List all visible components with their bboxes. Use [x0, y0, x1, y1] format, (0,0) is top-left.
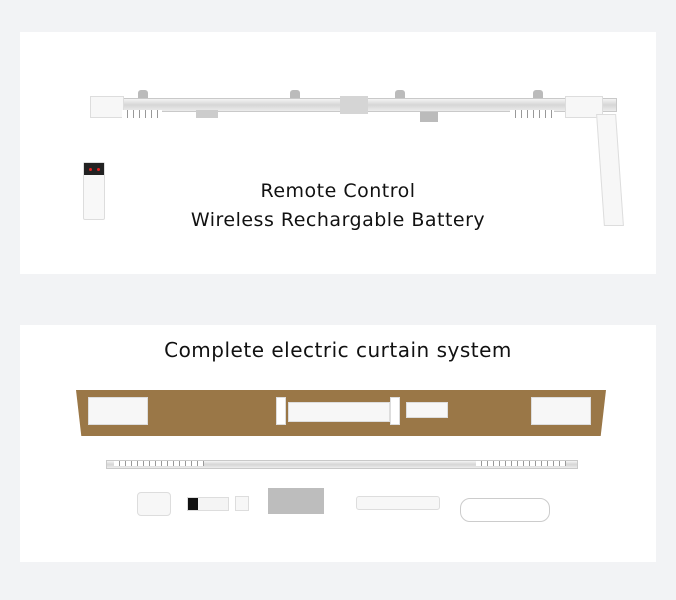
remote-holder-image — [235, 496, 249, 511]
product-card-system: Complete electric curtain system — [20, 325, 656, 562]
curtain-rail-image — [96, 459, 592, 469]
remote-image — [187, 497, 229, 511]
motor-cover-image — [137, 492, 171, 516]
curtain-track-image — [90, 90, 650, 272]
system-title: Complete electric curtain system — [164, 338, 512, 362]
caption-remote-control: Remote Control — [260, 180, 416, 202]
remote-control-image — [83, 162, 105, 220]
product-card-remote: Remote Control Wireless Rechargable Batt… — [20, 32, 656, 274]
accessories-pack-image — [268, 488, 324, 514]
motor-image — [356, 496, 440, 510]
packaging-box-image — [76, 390, 606, 436]
caption-battery: Wireless Rechargable Battery — [190, 209, 486, 231]
charging-cable-image — [460, 498, 550, 522]
